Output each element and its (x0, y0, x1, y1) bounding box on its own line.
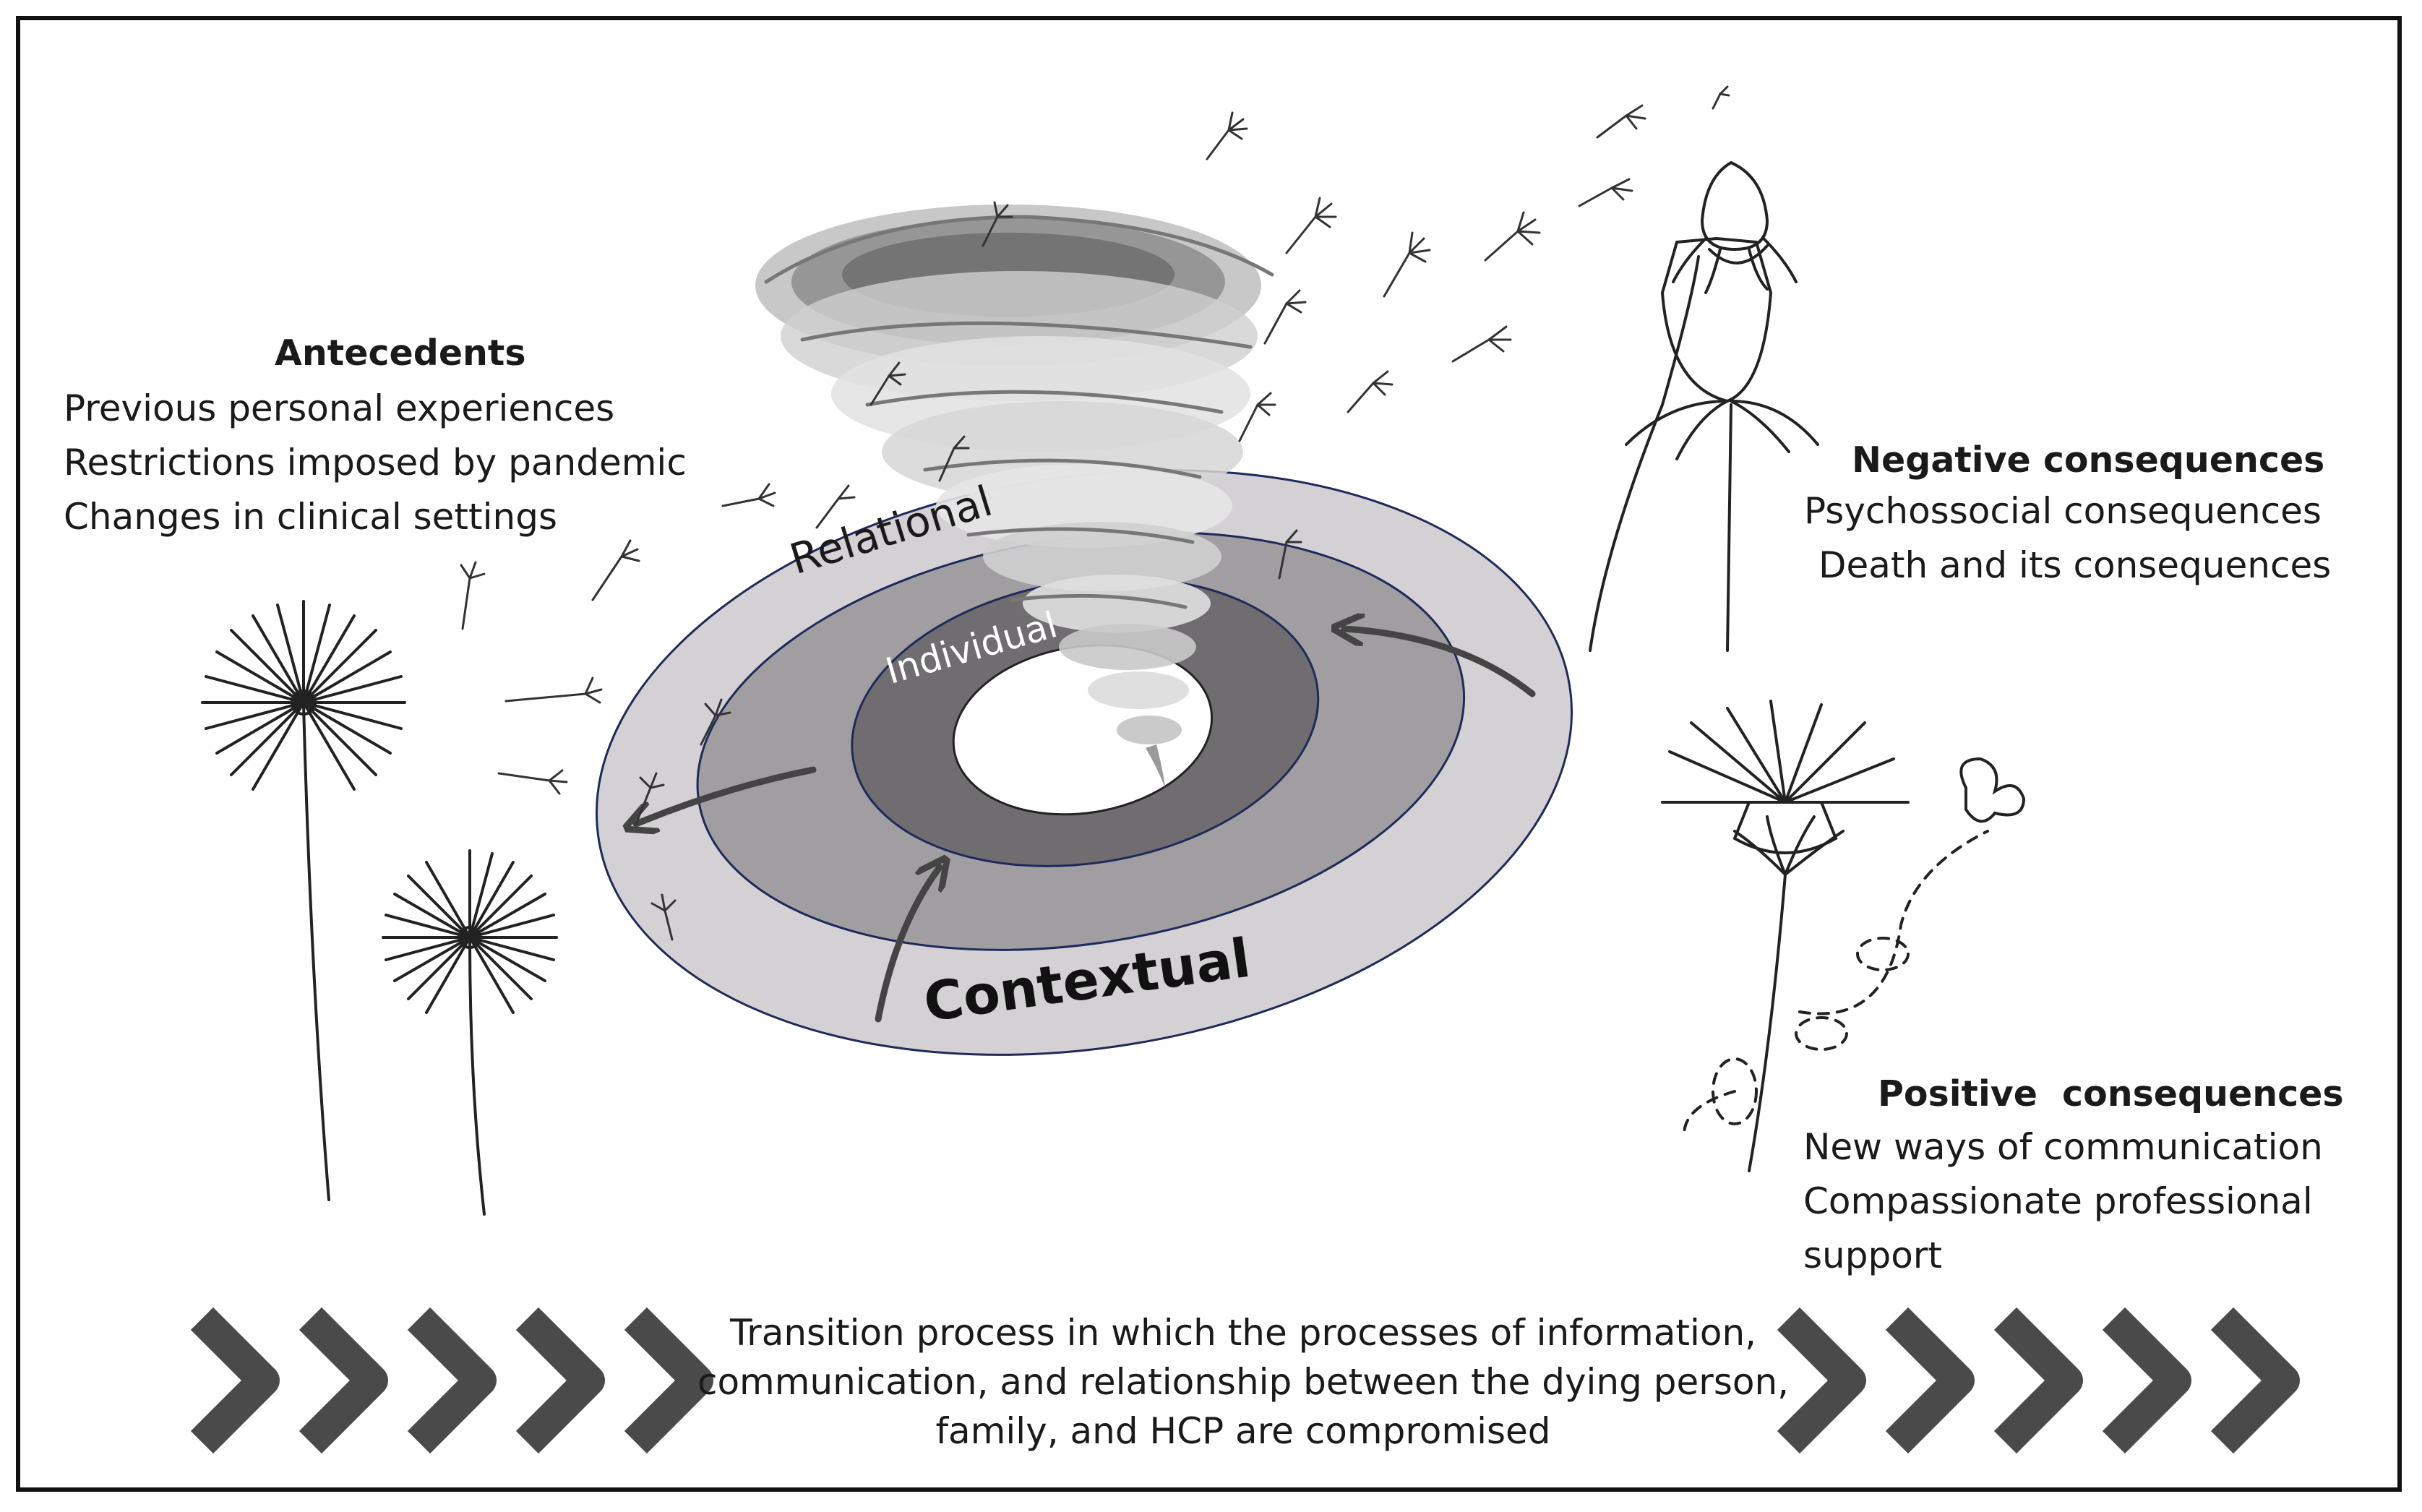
positive-consequences-item: New ways of communication (1803, 1126, 2323, 1168)
dandelion-flower-illustration (1661, 700, 2026, 1172)
positive-consequences-title: Positive consequences (1878, 1073, 2344, 1114)
chevron-icon (1993, 1307, 2083, 1454)
tornado-illustration (755, 205, 1274, 788)
chevron-row-left (190, 1307, 713, 1454)
chevron-icon (2102, 1307, 2191, 1454)
arrow-middle-to-left (636, 766, 817, 824)
chevron-icon (407, 1307, 497, 1454)
chevron-icon (515, 1307, 605, 1454)
chevron-icon (299, 1307, 388, 1454)
antecedents-title: Antecedents (275, 332, 526, 374)
chevron-icon (1885, 1307, 1975, 1454)
negative-consequences-item: Death and its consequences (1818, 544, 2332, 586)
dandelion-bud-illustration (1589, 160, 1819, 652)
antecedents-item: Changes in clinical settings (64, 496, 558, 538)
transition-process-text: Transition process in which the processe… (697, 1312, 1790, 1452)
positive-consequences-item: support (1803, 1234, 1942, 1276)
negative-consequences-item: Psychossocial consequences (1804, 490, 2322, 532)
positive-consequences-item: Compassionate professional (1803, 1180, 2313, 1222)
flying-seeds (460, 85, 1730, 941)
ring-diagram (596, 469, 1573, 1056)
antecedents-item: Restrictions imposed by pandemic (64, 442, 687, 484)
chevron-icon (190, 1307, 280, 1454)
chevron-icon (1777, 1307, 1866, 1454)
dandelion-left-illustration (201, 600, 558, 1216)
antecedents-item: Previous personal experiences (64, 387, 615, 429)
ring-flow-arrows (636, 629, 1536, 1023)
negative-consequences-title: Negative consequences (1852, 439, 2325, 481)
arrow-right-to-center (1344, 629, 1536, 697)
chevron-icon (2210, 1307, 2300, 1454)
arrow-outer-to-middle (875, 867, 940, 1023)
chevron-icon (624, 1307, 713, 1454)
bee-icon (1959, 757, 2026, 823)
chevron-row-right (1777, 1307, 2300, 1454)
